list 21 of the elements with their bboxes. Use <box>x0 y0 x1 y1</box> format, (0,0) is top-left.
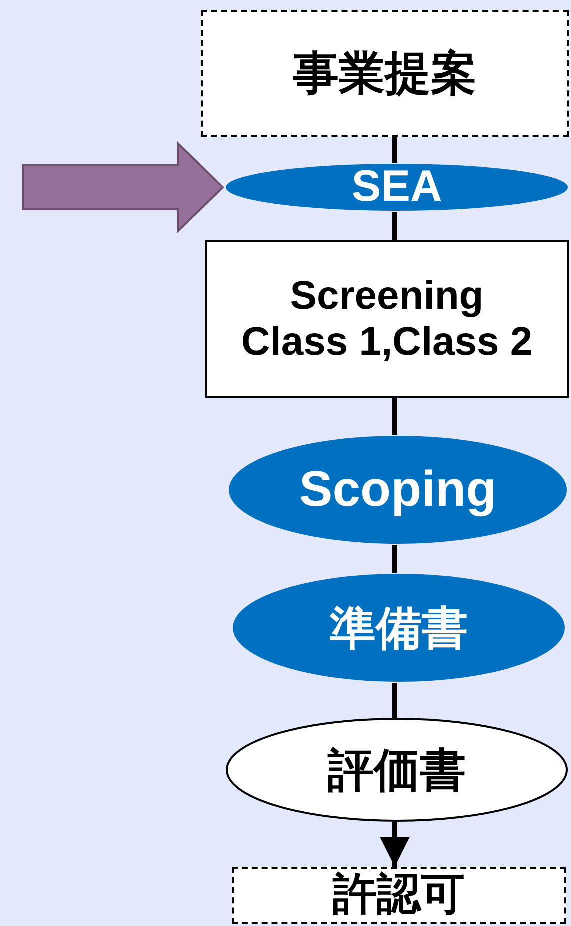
node-label: 許認可 <box>333 870 465 921</box>
process-ellipse <box>226 718 568 822</box>
node-label: 事業提案 <box>293 47 477 100</box>
connector-line <box>392 212 398 240</box>
connector-line <box>392 683 398 718</box>
arrow <box>380 822 410 867</box>
connector-line <box>392 137 398 163</box>
block-arrow <box>22 141 224 234</box>
connector-line <box>392 545 398 573</box>
process-box <box>232 867 566 924</box>
process-box <box>205 240 569 398</box>
process-ellipse <box>225 163 569 212</box>
process-box <box>201 10 569 137</box>
process-ellipse <box>232 573 566 683</box>
node-label: 評価書 <box>328 744 466 796</box>
node-label: 準備書 <box>330 602 468 654</box>
process-ellipse <box>228 435 568 545</box>
node-label: SEA <box>352 162 442 213</box>
node-label: Scoping <box>299 461 497 519</box>
connector-line <box>392 398 398 435</box>
node-label: Screening Class 1,Class 2 <box>241 273 533 365</box>
